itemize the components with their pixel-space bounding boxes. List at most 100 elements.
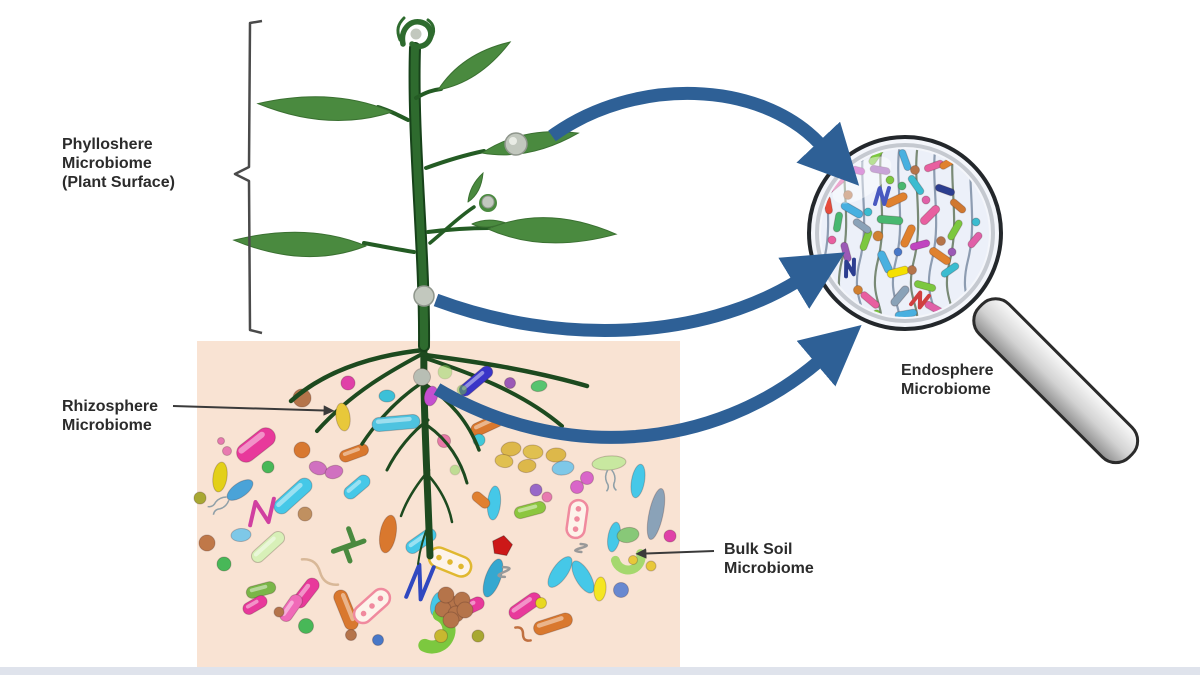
endosphere-arrows <box>433 87 862 444</box>
lens-microbe <box>872 230 884 242</box>
root-microbe <box>504 377 516 389</box>
lens-microbe <box>907 265 917 275</box>
root-microbe <box>530 379 548 393</box>
soil-microbe <box>573 542 589 554</box>
magnifier <box>807 135 1140 465</box>
tissue-strand <box>873 149 884 317</box>
soil-microbe <box>571 560 595 594</box>
lens-microbe <box>919 204 941 226</box>
leaf-lower-left <box>232 231 367 258</box>
arrow-leaf-to-lens <box>548 87 860 186</box>
lens-microbe <box>894 308 918 317</box>
soil-microbe <box>663 529 677 543</box>
soil-microbe <box>545 447 567 463</box>
lens-microbe <box>860 291 880 309</box>
lens-microbe <box>936 236 946 246</box>
soil-microbe <box>500 441 522 457</box>
soil-microbe <box>646 488 666 540</box>
soil-microbe <box>471 629 485 643</box>
soil-microbe <box>216 556 232 572</box>
soil-microbe <box>242 595 268 615</box>
root-microbe <box>437 364 453 380</box>
tissue-strand <box>891 149 902 317</box>
rhizosphere-leader-line <box>172 405 335 416</box>
tissue-strand <box>909 149 920 317</box>
stem <box>410 44 429 350</box>
rhizosphere-microbes <box>335 364 548 432</box>
lens-microbe <box>947 247 957 257</box>
soil-microbe <box>494 453 514 469</box>
lens-microbe <box>934 183 956 197</box>
arrow-root-to-lens <box>433 325 862 444</box>
lens-microbe <box>869 164 891 176</box>
soil-microbe <box>250 530 286 564</box>
soil-microbe <box>580 471 594 485</box>
lens-microbe <box>907 174 925 196</box>
soil-microbe <box>492 535 514 557</box>
soil-microbe <box>293 441 311 459</box>
soil-microbe <box>339 443 369 463</box>
soil-microbe <box>434 629 448 643</box>
plant <box>232 16 618 352</box>
soil-microbe <box>248 496 276 528</box>
phyllosphere-bracket <box>233 19 263 335</box>
soil-microbe <box>245 581 277 599</box>
root-microbe <box>456 384 468 396</box>
lens-microbe <box>928 246 952 266</box>
soil-microbe <box>212 461 228 493</box>
soil-microbe <box>230 527 252 543</box>
soil-microbe <box>279 594 303 622</box>
endosphere-microbes <box>823 149 983 317</box>
lens-microbe <box>900 224 916 248</box>
soil-microbe <box>522 444 544 460</box>
soil-microbe <box>340 375 356 391</box>
soil-microbe <box>570 480 584 494</box>
phyllosphere-label-line2: Microbiome <box>62 155 152 172</box>
rhizosphere-label-line1: Rhizosphere <box>62 398 159 415</box>
lens-microbe <box>910 165 920 175</box>
leaf-lower-right <box>487 217 618 244</box>
lens-microbe <box>876 214 904 226</box>
lens-microbe <box>940 262 960 278</box>
soil-microbe <box>547 556 573 588</box>
soil-microbe <box>378 514 398 554</box>
bottom-border-strip <box>0 667 1200 675</box>
root-system <box>288 342 590 565</box>
lens-microbe <box>971 217 981 227</box>
lens-microbe <box>827 235 837 245</box>
leaf-upper-left <box>256 96 393 121</box>
root-microbe <box>423 385 439 407</box>
lens-microbe <box>844 257 856 279</box>
soil-microbe <box>529 483 543 497</box>
lens-microbe <box>967 231 983 249</box>
lens-microbe <box>863 207 873 217</box>
soil-microbe <box>193 491 207 505</box>
lens-microbe <box>853 285 863 295</box>
soil-microbe <box>593 576 607 602</box>
leaflet <box>471 219 506 228</box>
soil-microbe <box>217 437 225 445</box>
lens-microbe <box>897 181 907 191</box>
soil-microbe <box>333 589 359 631</box>
sampling-dot-stem <box>413 285 435 307</box>
rhizosphere-label: Rhizosphere Microbiome <box>62 397 158 435</box>
lens-microbe <box>949 198 967 214</box>
lens-microbe <box>852 218 872 234</box>
soil-microbe <box>628 555 638 565</box>
soil-microbe <box>207 479 254 515</box>
soil-microbe <box>513 500 547 520</box>
soil-microbe <box>298 618 314 634</box>
lens-microbe <box>840 201 864 219</box>
lens-microbe <box>832 211 844 233</box>
soil-microbe <box>508 592 542 620</box>
lens-microbe <box>873 186 891 206</box>
endosphere-label-line1: Endosphere <box>901 362 994 379</box>
soil-microbe <box>449 464 461 476</box>
soil-microbe <box>261 460 275 474</box>
soil-microbe <box>630 463 646 499</box>
soil-microbe <box>517 458 537 474</box>
soil-microbe <box>222 446 232 456</box>
soil-microbe <box>372 634 384 646</box>
